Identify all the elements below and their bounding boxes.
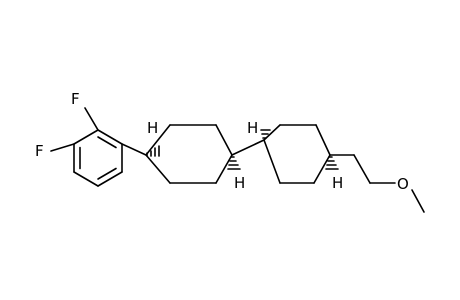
ring-bond [313,154,331,184]
hydrogen-label-1: H [147,119,158,137]
cyclohexane-ring-1 [145,124,233,184]
ring-bond [145,124,171,156]
ring-bond [215,124,233,156]
ring-bond [315,124,331,156]
ring-bond [263,124,281,141]
fluorine-left-label: F [35,142,44,160]
aromatic-double-bond [97,167,117,180]
fluorine-top-label: F [71,90,80,108]
c-f-bond-left [50,143,75,152]
aromatic-double-bond [97,136,117,149]
stereo-hash-bond [146,145,160,157]
oxygen-label: O [397,175,409,193]
stereo-hash-bond [325,156,339,170]
c-f-bond-top [84,107,99,131]
hydrogen-label-3: H [247,119,258,137]
ring-bond [263,139,281,184]
ring-bond [145,154,171,184]
hydrogen-label-2: H [234,174,245,192]
side-chain-bond [353,154,371,184]
stereo-hash-bond [260,129,271,139]
aromatic-bond [73,129,99,145]
aromatic-bond [97,129,123,145]
stereo-hash-bond [227,156,241,170]
aryl-cyclohexyl-bond [121,143,147,156]
aromatic-bond [97,171,123,187]
hydrogen-label-4: H [332,174,343,192]
aromatic-bond [73,171,99,187]
cyclohexane-ring-2 [263,124,331,184]
methyl-bond [411,189,425,213]
difluorophenyl-ring [73,129,123,187]
ring-bond [215,154,233,184]
bicyclohexyl-bond [231,139,265,156]
